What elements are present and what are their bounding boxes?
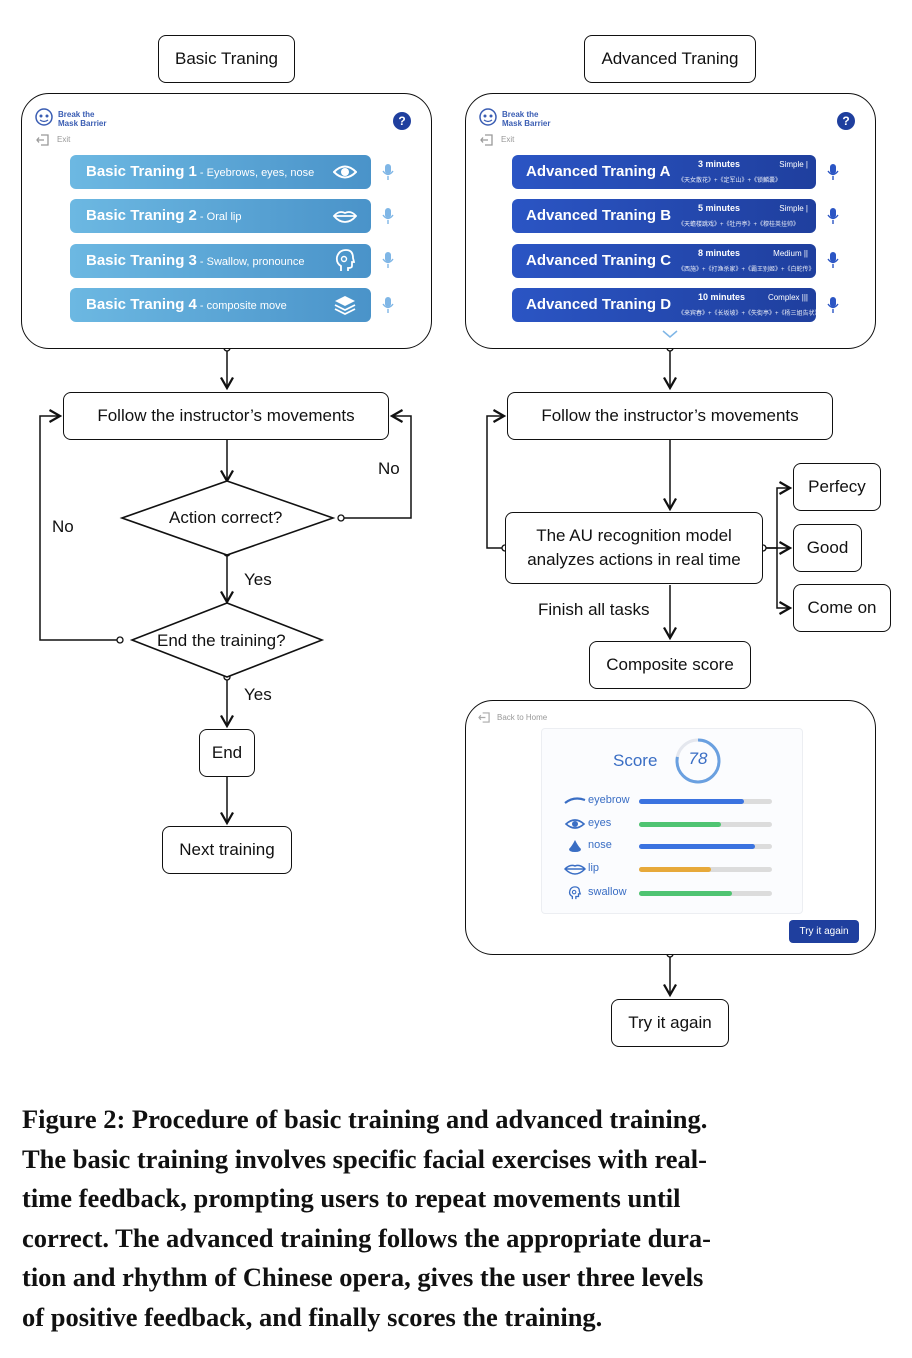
score-bar-nose: nose <box>564 839 784 855</box>
score-bar-swallow: swallow <box>564 886 784 902</box>
score-bar-eyes: eyes <box>564 817 784 833</box>
back-to-home-link[interactable]: Back to Home <box>497 713 548 722</box>
microphone-icon[interactable] <box>826 251 840 269</box>
help-button[interactable]: ? <box>393 112 411 130</box>
score-value: 78 <box>688 749 708 768</box>
basic-training-4-button[interactable]: Basic Traning 4 - composite move <box>70 288 371 322</box>
eyebrow-icon <box>564 797 586 804</box>
head-icon <box>335 249 355 271</box>
try-it-again-button[interactable]: Try it again <box>789 920 859 943</box>
no-label-right: No <box>378 459 400 478</box>
nose-icon <box>569 840 581 852</box>
basic-training-3-button[interactable]: Basic Traning 3 - Swallow, pronounce <box>70 244 371 278</box>
caption-line: Figure 2: Procedure of basic training an… <box>22 1104 708 1134</box>
figure-caption: Figure 2: Procedure of basic training an… <box>22 1100 892 1337</box>
yes-label-1: Yes <box>244 570 272 589</box>
basic-training-title: Basic Traning <box>158 35 295 83</box>
microphone-icon[interactable] <box>826 207 840 225</box>
no-label-left: No <box>52 517 74 536</box>
microphone-icon[interactable] <box>381 251 395 269</box>
microphone-icon[interactable] <box>826 296 840 314</box>
advanced-training-b-button[interactable]: Advanced Traning B 5 minutes Simple | 《天… <box>512 199 816 233</box>
lips-icon <box>564 864 586 875</box>
finish-all-tasks-label: Finish all tasks <box>538 600 650 619</box>
eye-icon <box>333 165 357 179</box>
back-icon[interactable] <box>478 712 491 723</box>
exit-link[interactable]: Exit <box>57 135 71 144</box>
score-screen: Back to Home Try it again <box>465 700 876 955</box>
exit-icon[interactable] <box>480 134 494 146</box>
decision-action-correct <box>119 480 336 556</box>
try-it-again-node: Try it again <box>611 999 729 1047</box>
microphone-icon[interactable] <box>826 163 840 181</box>
decision-end-training <box>129 602 325 678</box>
decision-end-training-label: End the training? <box>157 631 286 650</box>
caption-line: time feedback, prompting users to repeat… <box>22 1183 681 1213</box>
feedback-good: Good <box>793 524 862 572</box>
advanced-training-d-button[interactable]: Advanced Traning D 10 minutes Complex ||… <box>512 288 821 322</box>
caption-line: tion and rhythm of Chinese opera, gives … <box>22 1262 704 1292</box>
feedback-come-on: Come on <box>793 584 891 632</box>
advanced-training-a-button[interactable]: Advanced Traning A 3 minutes Simple | 《天… <box>512 155 816 189</box>
exit-icon[interactable] <box>36 134 50 146</box>
basic-follow-instructor: Follow the instructor’s movements <box>63 392 389 440</box>
caption-line: of positive feedback, and finally scores… <box>22 1301 603 1332</box>
composite-score-node: Composite score <box>589 641 751 689</box>
flow-connectors <box>39 344 793 998</box>
microphone-icon[interactable] <box>381 296 395 314</box>
layers-icon <box>334 296 356 316</box>
decision-action-correct-label: Action correct? <box>169 508 283 527</box>
microphone-icon[interactable] <box>381 207 395 225</box>
app-logo-icon <box>479 108 497 126</box>
exit-link[interactable]: Exit <box>501 135 515 144</box>
caption-line: correct. The advanced training follows t… <box>22 1222 711 1253</box>
app-logo-icon <box>35 108 53 126</box>
score-bar-lip: lip <box>564 862 784 878</box>
score-bar-eyebrow: eyebrow <box>564 794 784 810</box>
end-node: End <box>199 729 255 777</box>
head-icon <box>568 886 582 900</box>
basic-training-1-button[interactable]: Basic Traning 1 - Eyebrows, eyes, nose <box>70 155 371 189</box>
advanced-follow-instructor: Follow the instructor’s movements <box>507 392 833 440</box>
score-label: Score <box>613 751 658 770</box>
basic-training-2-button[interactable]: Basic Traning 2 - Oral lip <box>70 199 371 233</box>
help-button[interactable]: ? <box>837 112 855 130</box>
feedback-perfecy: Perfecy <box>793 463 881 511</box>
eye-icon <box>564 819 586 829</box>
advanced-training-c-button[interactable]: Advanced Traning C 8 minutes Medium || 《… <box>512 244 816 278</box>
score-card <box>541 728 803 914</box>
next-training-node: Next training <box>162 826 292 874</box>
chevron-down-icon[interactable] <box>662 330 678 340</box>
caption-line: The basic training involves specific fac… <box>22 1143 707 1174</box>
microphone-icon[interactable] <box>381 163 395 181</box>
score-ring <box>675 738 721 784</box>
advanced-training-title: Advanced Traning <box>584 35 756 83</box>
lips-icon <box>333 211 357 223</box>
yes-label-2: Yes <box>244 685 272 704</box>
